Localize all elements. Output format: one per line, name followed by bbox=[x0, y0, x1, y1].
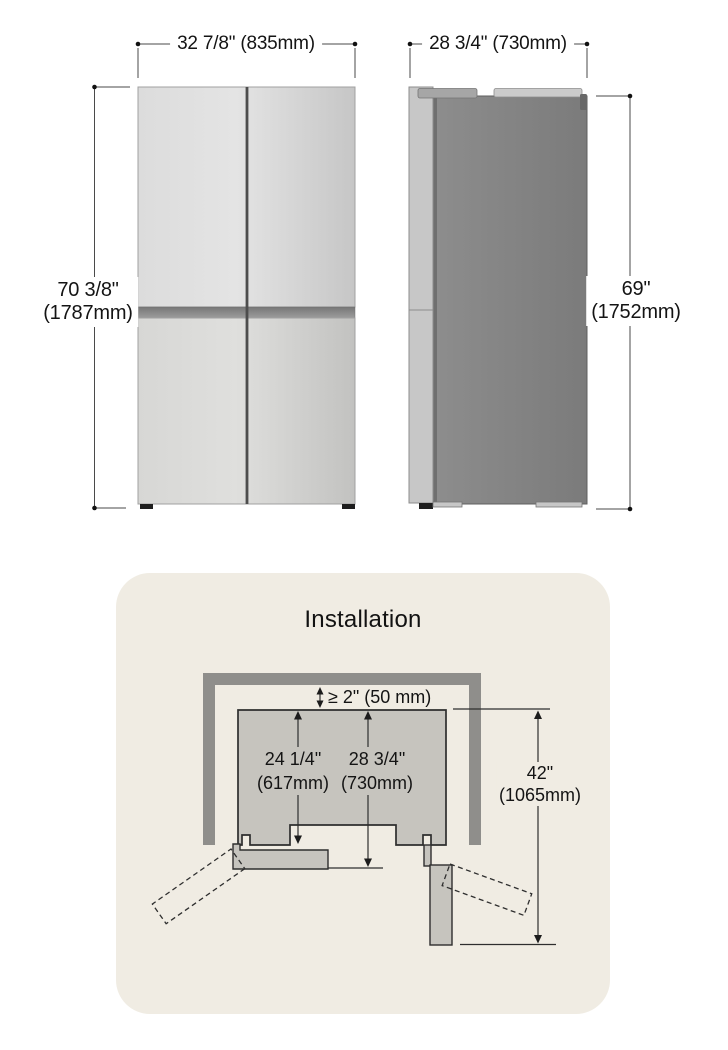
front-door-gap bbox=[245, 87, 249, 504]
side-height-mm: (1752mm) bbox=[591, 301, 681, 323]
door-open-clearance-label: 42" (1065mm) bbox=[496, 762, 584, 806]
installation-card: Installation ≥ 2" (50 mm) 24 1/4" (617mm… bbox=[116, 573, 610, 1014]
front-left-foot bbox=[140, 504, 153, 509]
fridge-side-view bbox=[408, 86, 588, 509]
front-width-dimension-label: 32 7/8" (835mm) bbox=[170, 32, 322, 56]
side-depth-dimension-label: 28 3/4" (730mm) bbox=[422, 32, 574, 56]
right-door-swing-outline bbox=[441, 863, 533, 917]
side-rear-tab bbox=[580, 94, 587, 110]
side-door-edge bbox=[408, 86, 434, 504]
front-height-mm: (1787mm) bbox=[43, 302, 133, 324]
product-dimensions-section: 32 7/8" (835mm) 28 3/4" (730mm) 70 3/8" … bbox=[38, 32, 686, 512]
fridge-front-view bbox=[137, 86, 356, 509]
top-clearance-label: ≥ 2" (50 mm) bbox=[328, 687, 432, 707]
right-door-hinge-neck bbox=[423, 844, 432, 867]
side-hinge-cover-rear bbox=[493, 88, 583, 98]
dimension-views-graphic bbox=[92, 41, 633, 512]
side-height-inches: 69" bbox=[621, 278, 651, 300]
front-height-dimension-label: 70 3/8" (1787mm) bbox=[38, 277, 138, 327]
cabinet-depth-mm: (617mm) bbox=[256, 773, 330, 793]
installation-title: Installation bbox=[304, 606, 422, 633]
alcove-walls bbox=[203, 673, 481, 845]
left-door-swing-outline bbox=[151, 848, 246, 925]
side-hinge-cover-front bbox=[417, 88, 478, 99]
cabinet-depth-label: 24 1/4" (617mm) bbox=[253, 747, 333, 795]
front-height-inches: 70 3/8" bbox=[57, 279, 119, 301]
total-depth-label: 28 3/4" (730mm) bbox=[337, 747, 417, 795]
right-door-plan-open bbox=[429, 864, 453, 946]
total-depth-inches: 28 3/4" bbox=[348, 749, 406, 769]
door-open-inches: 42" bbox=[526, 763, 554, 783]
cabinet-depth-inches: 24 1/4" bbox=[264, 749, 322, 769]
front-right-foot bbox=[342, 504, 355, 509]
left-door-plan bbox=[232, 843, 329, 870]
door-open-mm: (1065mm) bbox=[498, 785, 582, 805]
side-front-foot bbox=[419, 503, 433, 509]
side-height-dimension-label: 69" (1752mm) bbox=[586, 276, 686, 326]
total-depth-mm: (730mm) bbox=[340, 773, 414, 793]
